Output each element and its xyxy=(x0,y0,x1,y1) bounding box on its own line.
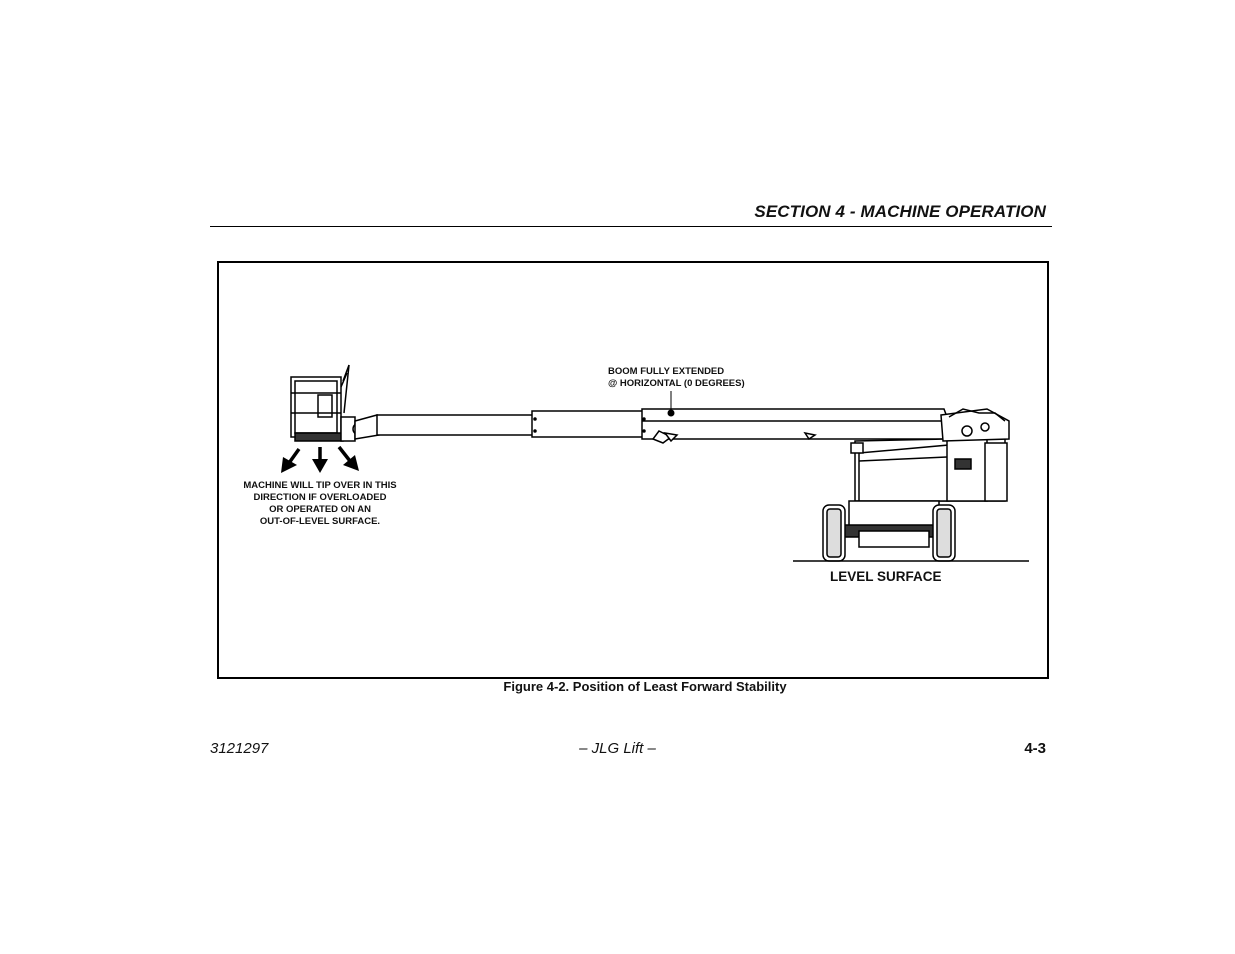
boom-lift-illustration: BOOM FULLY EXTENDED @ HORIZONTAL (0 DEGR… xyxy=(243,364,1029,584)
header-rule xyxy=(210,226,1052,227)
platform-basket xyxy=(290,364,350,442)
boom-pointer: BOOM FULLY EXTENDED @ HORIZONTAL (0 DEGR… xyxy=(608,366,745,417)
warning-line1: MACHINE WILL TIP OVER IN THIS xyxy=(243,480,396,491)
figure-frame: BOOM FULLY EXTENDED @ HORIZONTAL (0 DEGR… xyxy=(217,261,1049,679)
platform-rotator xyxy=(340,414,380,442)
boom-label-line2: @ HORIZONTAL (0 DEGREES) xyxy=(608,378,745,389)
level-surface-label: LEVEL SURFACE xyxy=(830,569,942,584)
figure-caption: Figure 4-2. Position of Least Forward St… xyxy=(503,679,787,694)
chassis xyxy=(842,500,946,548)
warning-line2: DIRECTION IF OVERLOADED xyxy=(253,492,386,503)
page-number: 4-3 xyxy=(1024,740,1046,757)
tip-over-arrows xyxy=(281,445,359,473)
tip-over-warning: MACHINE WILL TIP OVER IN THIS DIRECTION … xyxy=(243,480,396,527)
wheels xyxy=(822,504,956,562)
footer-title: – JLG Lift – xyxy=(579,740,656,757)
section-title: SECTION 4 - MACHINE OPERATION xyxy=(754,202,1046,221)
boom-label-line1: BOOM FULLY EXTENDED xyxy=(608,366,724,377)
boom xyxy=(376,408,948,444)
turntable xyxy=(850,408,1010,502)
warning-line3: OR OPERATED ON AN xyxy=(269,504,371,515)
warning-line4: OUT-OF-LEVEL SURFACE. xyxy=(260,516,380,527)
document-number: 3121297 xyxy=(210,740,269,757)
